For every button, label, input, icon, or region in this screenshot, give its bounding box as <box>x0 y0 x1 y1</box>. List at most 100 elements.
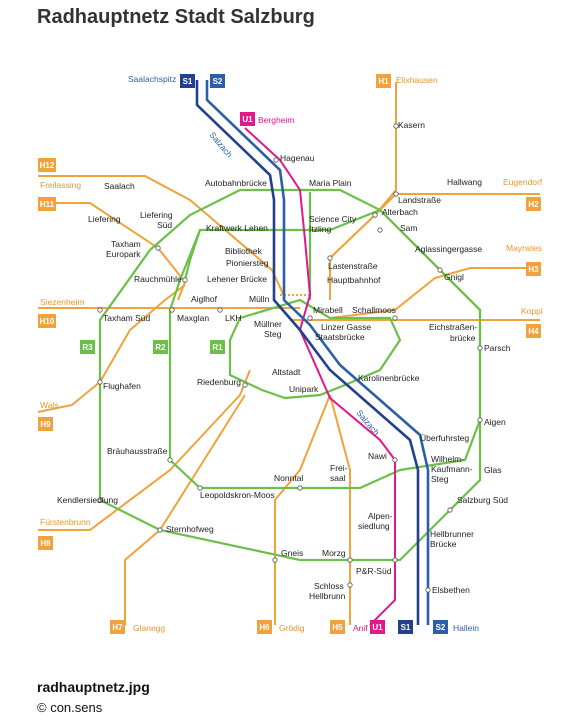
node <box>327 255 333 261</box>
node <box>477 417 483 423</box>
node <box>155 245 161 251</box>
salzach-paths <box>195 80 430 625</box>
badge-text: H9 <box>40 420 51 429</box>
node <box>97 379 103 385</box>
route-h7 <box>124 394 246 625</box>
node <box>392 457 398 463</box>
station-label: Landstraße <box>398 195 441 205</box>
station-label: Pioniersteg <box>226 258 269 268</box>
image-caption: radhauptnetz.jpg <box>37 679 150 695</box>
node <box>393 191 399 197</box>
badge-text: H11 <box>40 200 55 209</box>
station-label: Brücke <box>430 539 457 549</box>
station-label: Kaufmann- <box>431 464 473 474</box>
station-label: Elixhausen <box>396 75 438 85</box>
badge-box <box>526 197 541 211</box>
station-label: Karolinenbrücke <box>358 373 420 383</box>
station-label: Steg <box>264 329 282 339</box>
node <box>392 557 398 563</box>
node <box>97 307 103 313</box>
badge-box <box>210 340 225 354</box>
station-label: Eugendorf <box>503 177 543 187</box>
line-badge-U1-bot: U1 <box>370 620 385 634</box>
node <box>437 267 443 273</box>
station-label: Science City <box>309 214 357 224</box>
node <box>97 497 103 503</box>
badge-box <box>370 620 385 634</box>
station-label: Sam <box>400 223 417 233</box>
node <box>477 345 483 351</box>
station-label: Itzling <box>309 224 331 234</box>
route-h6 <box>274 394 331 625</box>
node <box>377 227 383 233</box>
station-label: Staatsbrücke <box>315 332 365 342</box>
badge-text: H5 <box>332 623 343 632</box>
station-label: Lehener Brücke <box>207 274 267 284</box>
station-label: Bibliothek <box>225 246 263 256</box>
station-label: Liefering <box>88 214 121 224</box>
line-badge-H3: H3 <box>526 262 541 276</box>
node <box>447 507 453 513</box>
ring-link-2 <box>183 229 202 281</box>
station-label: Mayrwies <box>506 243 542 253</box>
line-badge-U1-top: U1 <box>240 112 255 126</box>
node <box>372 212 378 218</box>
route-s1 <box>195 80 420 625</box>
station-label: Leopoldskron-Moos <box>200 490 275 500</box>
station-label: Nonntal <box>274 473 303 483</box>
station-label: Frei- <box>330 463 348 473</box>
badge-box <box>38 314 56 328</box>
route-h2 <box>329 193 540 259</box>
station-label: Gneis <box>281 548 303 558</box>
station-label: Morzg <box>322 548 346 558</box>
line-badge-S1-top: S1 <box>180 74 195 88</box>
node <box>182 277 188 283</box>
station-label: Sternhofweg <box>166 524 214 534</box>
route-h12 <box>38 175 286 299</box>
station-labels: SaalachspitzBergheimElixhausenSalzachKas… <box>40 74 543 633</box>
station-label: Riedenburg <box>197 377 241 387</box>
node <box>273 157 279 163</box>
node <box>307 315 313 321</box>
station-label: Bräuhausstraße <box>107 446 168 456</box>
station-label: Süd <box>157 220 172 230</box>
badge-box <box>110 620 125 634</box>
station-label: Schallmoos <box>352 305 396 315</box>
station-label: Kasern <box>398 120 425 130</box>
route-h5 <box>329 394 351 625</box>
station-label: Koppl <box>521 306 543 316</box>
station-label: Kraftwerk Lehen <box>206 223 268 233</box>
node <box>297 485 303 491</box>
badge-text: R1 <box>212 343 223 352</box>
station-label: Gnigl <box>444 272 464 282</box>
station-label: Taxham <box>111 239 141 249</box>
station-label: Mirabell <box>313 305 343 315</box>
station-label: brücke <box>450 333 476 343</box>
ring-r3 <box>98 188 482 562</box>
node <box>347 582 353 588</box>
station-label: Taxham Süd <box>103 313 151 323</box>
ring-r1 <box>228 298 402 400</box>
station-label: Autobahnbrücke <box>205 178 267 188</box>
node <box>197 485 203 491</box>
station-label: Überfuhrsteg <box>420 433 469 443</box>
station-label: Alterbach <box>382 207 418 217</box>
station-label: Europark <box>106 249 141 259</box>
station-label: Hallein <box>453 623 479 633</box>
station-label: Glanegg <box>133 623 165 633</box>
station-label: Müllner <box>254 319 282 329</box>
station-label: saal <box>330 473 346 483</box>
station-dots <box>97 123 483 593</box>
line-badge-S2-bot: S2 <box>433 620 448 634</box>
station-label: Aigen <box>484 417 506 427</box>
badge-box <box>526 262 541 276</box>
line-badge-S1-bot: S1 <box>398 620 413 634</box>
station-label: Liefering <box>140 210 173 220</box>
ring-routes <box>98 188 482 562</box>
station-label: LKH <box>225 313 242 323</box>
node <box>393 123 399 129</box>
badge-box <box>180 74 195 88</box>
station-label: Hellbrunner <box>430 529 474 539</box>
station-label: Bergheim <box>258 115 294 125</box>
